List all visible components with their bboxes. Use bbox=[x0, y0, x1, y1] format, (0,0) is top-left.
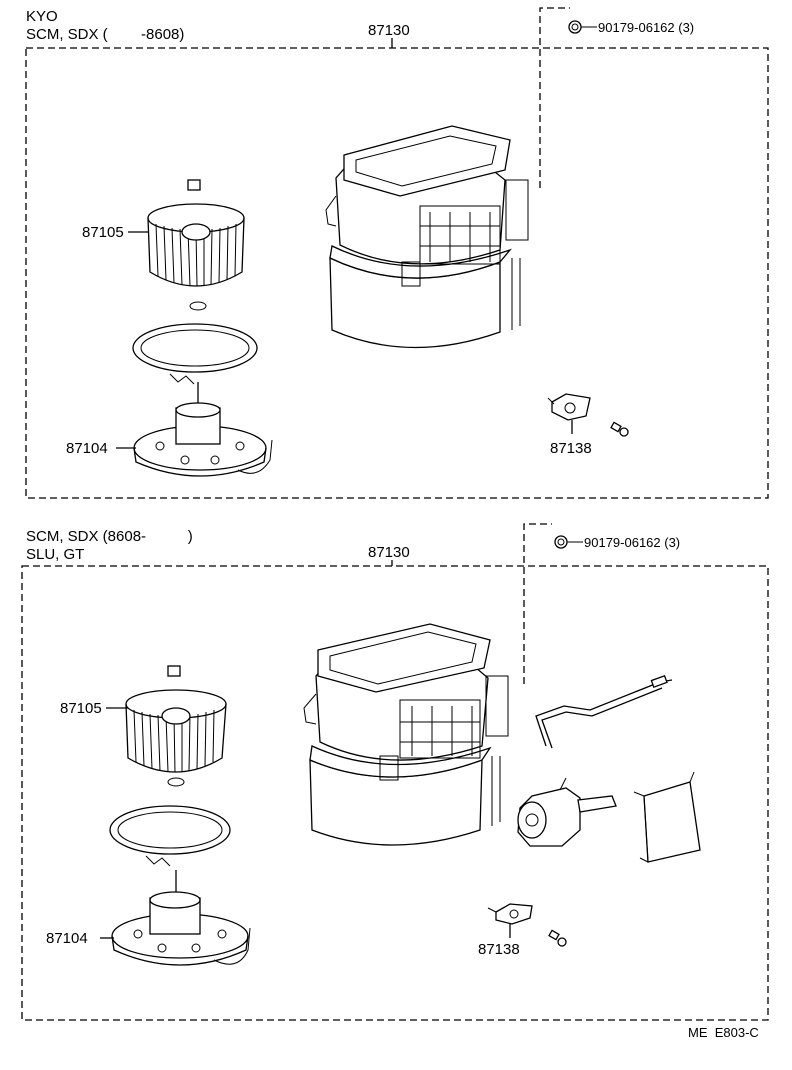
bottom-resistor-screw-icon bbox=[548, 929, 567, 947]
bottom-blower-housing-icon bbox=[303, 623, 509, 846]
figure-code: ME E803-C bbox=[688, 1025, 759, 1040]
bottom-bracket-icon bbox=[633, 771, 701, 863]
bottom-resistor-icon bbox=[487, 903, 533, 925]
top-screw-icon bbox=[568, 20, 597, 34]
bottom-control-cable-icon bbox=[535, 674, 673, 749]
bottom-servo-motor-icon bbox=[517, 777, 617, 847]
bottom-section bbox=[21, 523, 769, 1021]
top-blower-housing-icon bbox=[325, 125, 529, 349]
bottom-screw-icon bbox=[554, 535, 583, 549]
bottom-screw-leader bbox=[523, 523, 552, 684]
top-motor-part-number: 87104 bbox=[66, 440, 108, 457]
bottom-blower-motor-icon bbox=[111, 870, 251, 966]
bottom-resistor-part-number: 87138 bbox=[478, 941, 520, 958]
bottom-blower-fan-icon bbox=[125, 665, 227, 787]
bottom-model-line-2: SLU, GT bbox=[26, 546, 85, 563]
bottom-gasket-ring-icon bbox=[109, 805, 231, 867]
top-screw-leader bbox=[539, 7, 570, 188]
bottom-dashed-boundary bbox=[21, 565, 769, 1021]
top-resistor-screw-icon bbox=[610, 421, 629, 437]
top-blower-motor-icon bbox=[133, 382, 273, 477]
top-blower-fan-icon bbox=[147, 179, 245, 311]
bottom-assembly-number: 87130 bbox=[368, 544, 410, 561]
top-assembly-number: 87130 bbox=[368, 22, 410, 39]
bottom-fan-part-number: 87105 bbox=[60, 700, 102, 717]
top-fan-part-number: 87105 bbox=[82, 224, 124, 241]
top-dashed-boundary bbox=[25, 47, 769, 499]
top-gasket-ring-icon bbox=[132, 323, 258, 385]
bottom-screw-part-number: 90179-06162 (3) bbox=[584, 535, 681, 550]
top-model-line-1: KYO bbox=[26, 8, 58, 25]
top-section bbox=[25, 7, 769, 499]
top-screw-part-number: 90179-06162 (3) bbox=[598, 20, 695, 35]
bottom-motor-part-number: 87104 bbox=[46, 930, 88, 947]
top-resistor-part-number: 87138 bbox=[550, 440, 592, 457]
top-model-line-2: SCM, SDX ( -8608) bbox=[26, 26, 185, 43]
top-resistor-icon bbox=[547, 393, 591, 421]
bottom-model-line-1: SCM, SDX (8608- ) bbox=[26, 528, 193, 545]
